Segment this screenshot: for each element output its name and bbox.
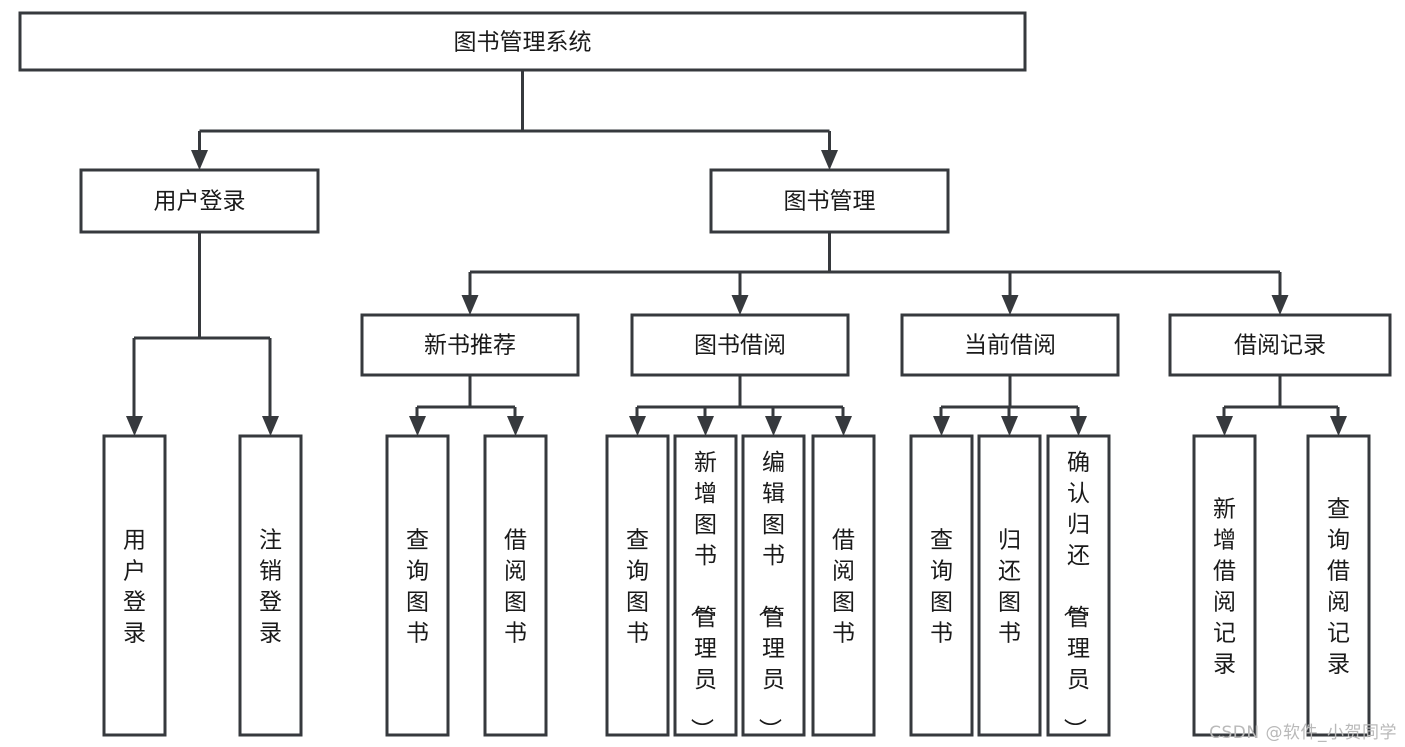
leaf-currentborrow-return-box[interactable] (977, 434, 1042, 737)
arrow-head-user-login (191, 150, 208, 170)
node-root-box[interactable] (18, 11, 1027, 72)
arrow-head-new-book (461, 295, 479, 315)
arrow-head-bookborrow-leaf-2 (697, 416, 714, 436)
node-root-label: 图书管理系统 (454, 30, 592, 56)
leaf-bookborrow-edit-box[interactable] (741, 434, 806, 737)
leaf-user-login-label: 用户登录 (123, 528, 146, 647)
arrow-head-newbook-leaf-2 (507, 416, 524, 436)
arrow-head-borrowrecord-leaf-1 (1216, 416, 1233, 436)
arrow-head-borrowrecord-leaf-2 (1330, 416, 1347, 436)
leaf-logout-label: 注销登录 (259, 528, 282, 647)
arrow-head-leaf-logout (262, 416, 279, 436)
leaf-bookborrow-add-box[interactable] (673, 434, 738, 737)
arrow-head-bookborrow-leaf-4 (835, 416, 852, 436)
node-borrow-record[interactable]: 借阅记录 (1168, 313, 1392, 377)
arrow-head-leaf-user-login (126, 416, 143, 436)
leaf-bookborrow-lend-box[interactable] (811, 434, 876, 737)
leaf-node[interactable]: 用户登录 (102, 434, 167, 737)
leaf-currentborrow-query-box[interactable] (909, 434, 974, 737)
leaf-node[interactable]: 归还图书 (977, 434, 1042, 737)
leaf-bookborrow-edit-label: 编辑图书（管理员） (756, 450, 785, 741)
leaf-bookborrow-query-box[interactable] (605, 434, 670, 737)
leaf-user-login-box[interactable] (102, 434, 167, 737)
csdn-watermark: CSDN @软件_小贺同学 (1209, 723, 1397, 743)
node-user-login-label: 用户登录 (154, 189, 246, 215)
leaf-newbook-borrow-box[interactable] (483, 434, 548, 737)
node-borrow-record-label: 借阅记录 (1234, 333, 1326, 359)
arrow-head-newbook-leaf-1 (409, 416, 426, 436)
node-user-login-box[interactable] (79, 168, 320, 234)
leaf-bookborrow-query-label: 查询图书 (626, 528, 649, 647)
leaf-node[interactable]: 编辑图书（管理员） (741, 434, 806, 741)
node-new-book-recommend-label: 新书推荐 (424, 333, 516, 359)
node-new-book-recommend-box[interactable] (360, 313, 580, 377)
leaf-node[interactable]: 借阅图书 (811, 434, 876, 737)
arrow-head-borrow-record (1271, 295, 1289, 315)
arrow-head-current-borrow (1001, 295, 1019, 315)
leaf-node[interactable]: 查询借阅记录 (1306, 434, 1371, 737)
leaf-node[interactable]: 查询图书 (385, 434, 450, 737)
node-new-book-recommend[interactable]: 新书推荐 (360, 313, 580, 377)
leaf-currentborrow-query-label: 查询图书 (930, 528, 953, 647)
leaf-node[interactable]: 确认归还（管理员） (1046, 434, 1111, 741)
leaf-borrowrecord-query-box[interactable] (1306, 434, 1371, 737)
node-book-manage-box[interactable] (709, 168, 950, 234)
leaf-newbook-query-box[interactable] (385, 434, 450, 737)
leaf-node[interactable]: 新增借阅记录 (1192, 434, 1257, 737)
node-root[interactable]: 图书管理系统 (18, 11, 1027, 72)
node-current-borrow-box[interactable] (900, 313, 1120, 377)
leaf-bookborrow-lend-label: 借阅图书 (832, 528, 855, 647)
arrow-head-book-borrow (731, 295, 749, 315)
arrow-head-currentborrow-leaf-1 (933, 416, 950, 436)
node-book-manage[interactable]: 图书管理 (709, 168, 950, 234)
arrow-head-bookborrow-leaf-3 (765, 416, 782, 436)
node-user-login[interactable]: 用户登录 (79, 168, 320, 234)
connector-group (126, 70, 1347, 436)
leaf-logout-box[interactable] (238, 434, 303, 737)
arrow-head-currentborrow-leaf-2 (1001, 416, 1018, 436)
leaf-node[interactable]: 新增图书（管理员） (673, 434, 738, 741)
node-borrow-record-box[interactable] (1168, 313, 1392, 377)
node-book-borrow-box[interactable] (630, 313, 850, 377)
leaf-bookborrow-add-label: 新增图书（管理员） (688, 450, 717, 741)
node-book-manage-label: 图书管理 (784, 189, 876, 215)
leaf-currentborrow-return-label: 归还图书 (998, 528, 1021, 647)
leaf-borrowrecord-query-label: 查询借阅记录 (1327, 497, 1350, 678)
leaf-newbook-query-label: 查询图书 (406, 528, 429, 647)
leaf-currentborrow-confirm-label: 确认归还（管理员） (1061, 450, 1090, 741)
leaf-newbook-borrow-label: 借阅图书 (504, 528, 527, 647)
leaf-node[interactable]: 借阅图书 (483, 434, 548, 737)
node-current-borrow-label: 当前借阅 (964, 333, 1056, 359)
node-book-borrow-label: 图书借阅 (694, 333, 786, 359)
leaf-node[interactable]: 注销登录 (238, 434, 303, 737)
leaf-node[interactable]: 查询图书 (909, 434, 974, 737)
leaf-node[interactable]: 查询图书 (605, 434, 670, 737)
leaf-borrowrecord-add-label: 新增借阅记录 (1213, 497, 1236, 678)
leaf-borrowrecord-add-box[interactable] (1192, 434, 1257, 737)
node-book-borrow[interactable]: 图书借阅 (630, 313, 850, 377)
arrow-head-currentborrow-leaf-3 (1070, 416, 1087, 436)
node-current-borrow[interactable]: 当前借阅 (900, 313, 1120, 377)
arrow-head-bookborrow-leaf-1 (629, 416, 646, 436)
arrow-head-book-manage (821, 150, 838, 170)
leaf-currentborrow-confirm-box[interactable] (1046, 434, 1111, 737)
